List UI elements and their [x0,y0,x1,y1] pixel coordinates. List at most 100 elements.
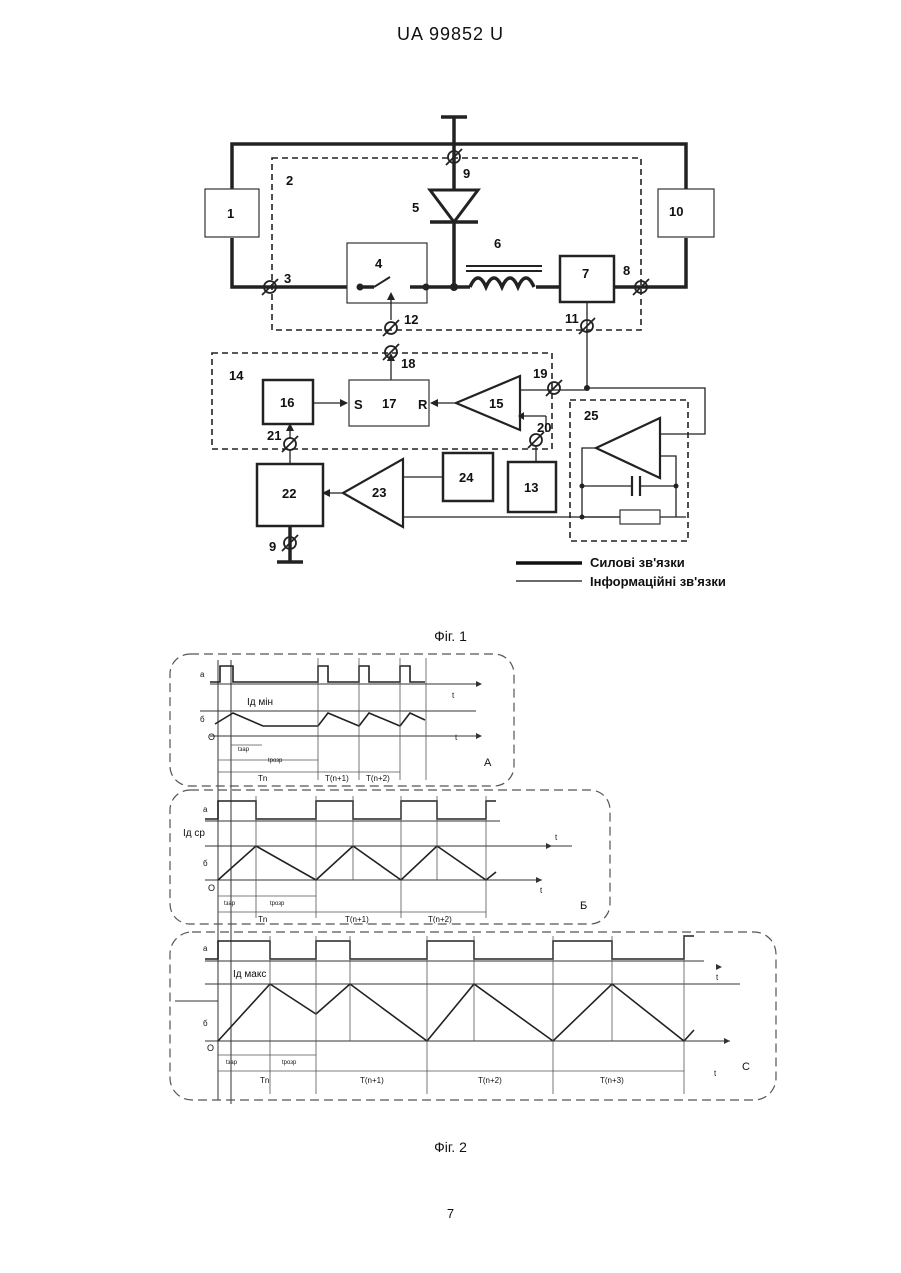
label-6: 6 [494,236,501,251]
block-4-switch [347,243,427,303]
label-7: 7 [582,266,589,281]
trace-b-label: б [200,715,205,724]
level-label: Iд мін [247,697,273,708]
arrow-left-icon [430,399,438,407]
opamp-25-icon [596,418,660,478]
label-r-input: R [418,397,428,412]
pulse-train-a [210,666,425,682]
arrow-right-icon [476,681,482,687]
arrow-right-icon [536,877,542,883]
arrow-right-icon [476,733,482,739]
arrow-right-icon [546,843,552,849]
comparator-15-icon [456,376,520,430]
terminal-19-icon [546,380,562,396]
origin-label: О [208,883,215,893]
label-13: 13 [524,480,538,495]
resistor-icon [620,510,660,524]
t-label: t [452,691,455,700]
trace-b-label: б [203,1019,208,1028]
junction-dot [450,283,458,291]
label-5: 5 [412,200,419,215]
label-21: 21 [267,428,281,443]
page-number: 7 [0,1206,901,1221]
trozr-label: tрозр [282,1060,297,1066]
terminal-3-icon [262,279,278,295]
label-20: 20 [537,420,551,435]
trace-a-label: а [203,805,208,814]
label-9-top: 9 [463,166,470,181]
label-10: 10 [669,204,683,219]
label-8: 8 [623,263,630,278]
terminal-8-icon [633,279,649,295]
label-15: 15 [489,396,503,411]
terminal-9-top-icon [446,149,462,165]
level-label: Iд ср [183,828,205,839]
terminal-12-icon [383,320,399,336]
arrow-right-icon [340,399,348,407]
trozr-label: tрозр [268,758,283,764]
label-16: 16 [280,395,294,410]
pulse-train-b [205,801,496,819]
period-label: Tn [258,915,267,924]
period-label: T(n+3) [600,1076,624,1085]
arrow-right-icon [716,964,722,970]
label-23: 23 [372,485,386,500]
panel-c-frame [170,932,776,1100]
t-label: t [540,886,543,895]
current-wave-a [215,713,425,726]
inductor-6-icon [470,278,534,287]
panel-letter: С [742,1061,750,1073]
label-18: 18 [401,356,415,371]
tzar-label: tзар [238,747,250,753]
tzar-label: tзар [226,1060,238,1066]
pulse-train-c [205,936,694,959]
block-2-boundary [272,158,641,330]
t-label: t [714,1069,717,1078]
junction-dot [357,284,364,291]
block-10 [658,189,714,237]
panel-a: а б О t t Iд мін tзар tрозр Tn T(n+1) T(… [200,658,492,783]
junction-dot [580,515,585,520]
origin-label: О [207,1043,214,1053]
figure-2-caption: Фіг. 2 [0,1139,901,1155]
figure-2-timing: а б О t t Iд мін tзар tрозр Tn T(n+1) T(… [170,654,776,1104]
label-19: 19 [533,366,547,381]
junction-dot [580,484,585,489]
label-14: 14 [229,368,244,383]
trace-a-label: а [203,944,208,953]
label-25: 25 [584,408,598,423]
label-3: 3 [284,271,291,286]
period-label: T(n+1) [325,774,349,783]
legend-info-label: Інформаційні зв'язки [590,574,726,589]
label-22: 22 [282,486,296,501]
trozr-label: tрозр [270,901,285,907]
panel-b-frame [170,790,610,924]
label-2: 2 [286,173,293,188]
t-label: t [716,973,719,982]
terminal-11-icon [579,318,595,334]
junction-dot [674,484,679,489]
t-label: t [555,833,558,842]
panel-c: а б О t t Iд макс tзар tрозр Tn T(n+1) T… [175,936,750,1094]
origin-label: О [208,732,215,742]
trace-a-label: а [200,670,205,679]
tzar-label: tзар [224,901,236,907]
period-label: T(n+1) [345,915,369,924]
panel-letter: Б [580,900,587,912]
figure-1-caption: Фіг. 1 [0,628,901,644]
diode-5-icon [430,190,478,222]
trace-b-label: б [203,859,208,868]
label-11: 11 [565,311,579,326]
current-wave-c [218,984,694,1041]
period-label: Tn [260,1076,269,1085]
label-1: 1 [227,206,234,221]
junction-dot [423,284,430,291]
panel-b: а б О t t Iд ср tзар tрозр Tn T(n+1) T(n… [183,796,587,924]
current-wave-b [218,846,496,880]
period-label: T(n+2) [366,774,390,783]
figure-1-circuit: 1 2 3 4 5 6 7 8 9 9 10 11 12 13 14 15 16… [205,117,726,589]
panel-letter: A [484,757,492,769]
opamp-output [582,448,620,517]
label-17: 17 [382,396,396,411]
legend-power-label: Силові зв'язки [590,555,685,570]
